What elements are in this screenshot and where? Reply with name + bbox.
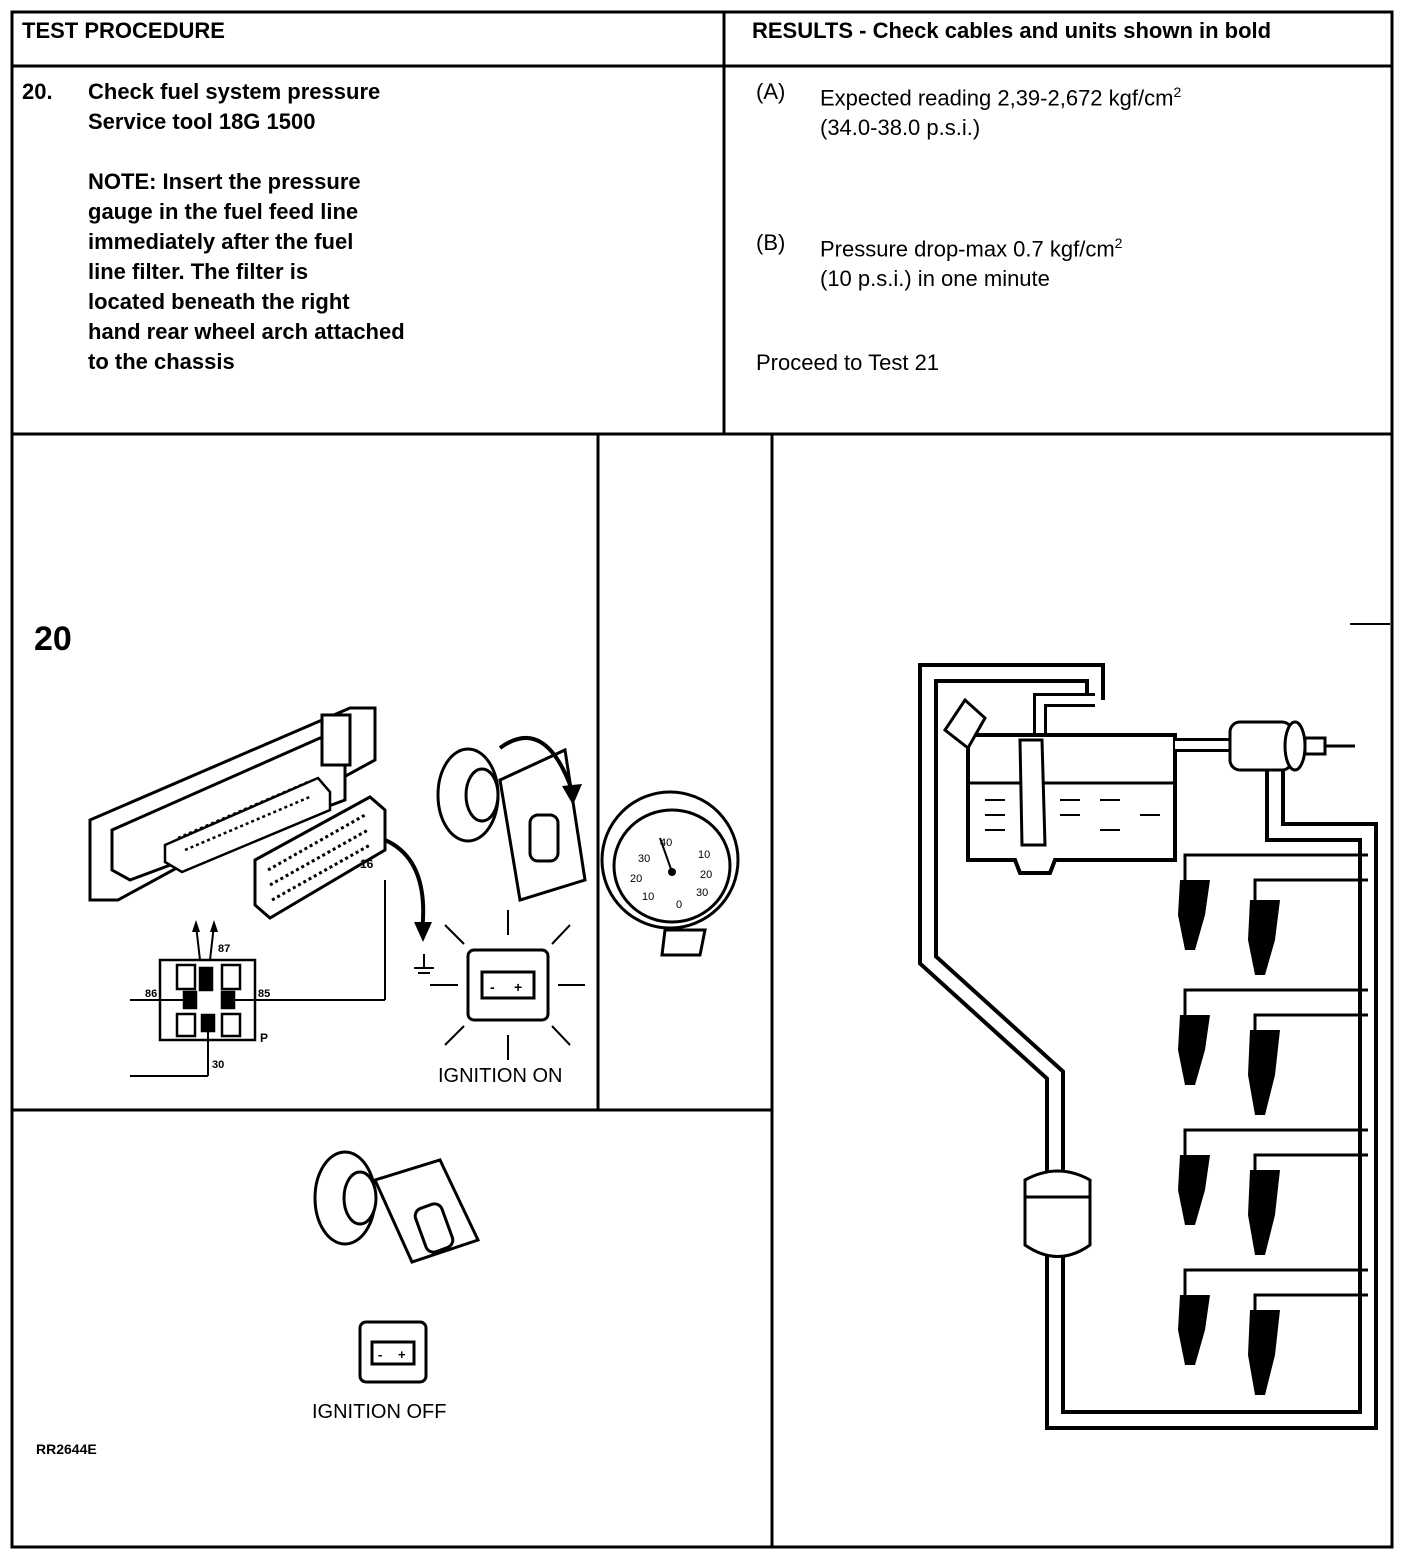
gauge-number: 10 — [642, 891, 654, 903]
procedure-title: Check fuel system pressure Service tool … — [88, 77, 380, 137]
note-line: located beneath the right — [88, 289, 350, 314]
figure-code: RR2644E — [36, 1441, 97, 1457]
note-line: to the chassis — [88, 349, 235, 374]
procedure-title-line2: Service tool 18G 1500 — [88, 109, 316, 134]
fuel-filter — [1023, 1169, 1092, 1258]
relay-pin-85: 85 — [258, 988, 270, 1000]
injectors — [1178, 880, 1280, 1395]
return-pipe — [1033, 693, 1095, 735]
injector-icon — [1248, 1030, 1280, 1115]
header-test-procedure: TEST PROCEDURE — [22, 18, 225, 43]
relay-wires — [130, 880, 386, 1077]
fuel-pump — [1018, 738, 1047, 847]
relay-pin-30: 30 — [212, 1059, 224, 1071]
fuel-tank — [966, 733, 1177, 875]
procedure-number: 20. — [22, 79, 53, 104]
gauge-number: 40 — [660, 837, 672, 849]
ignition-off-label: IGNITION OFF — [312, 1401, 446, 1423]
diagram-test-number: 20 — [34, 620, 72, 658]
result-b-line1: Pressure drop-max 0.7 kgf/cm2 — [820, 235, 1123, 262]
fuel-rails — [1183, 853, 1368, 1310]
gauge-number: 20 — [630, 873, 642, 885]
relay-pin-87: 87 — [218, 943, 230, 955]
gauge-number: 30 — [638, 853, 650, 865]
result-b-label: (B) — [756, 230, 786, 255]
fuel-hatch — [985, 799, 1160, 831]
pressure-gauge-icon — [600, 790, 740, 957]
probe-arrow-head — [414, 922, 432, 942]
earth-symbol — [414, 954, 434, 974]
result-b-superscript: 2 — [1114, 235, 1123, 251]
injector-icon — [1178, 1015, 1210, 1085]
ecu-socket — [163, 776, 332, 874]
gauge-number: 30 — [696, 887, 708, 899]
relay-arrow-left — [192, 920, 200, 932]
result-a-line1: Expected reading 2,39-2,672 kgf/cm2 — [820, 84, 1182, 111]
result-a-superscript: 2 — [1173, 84, 1182, 100]
gauge-number: 10 — [698, 849, 710, 861]
injector-icon — [1178, 1155, 1210, 1225]
result-a-label: (A) — [756, 79, 786, 104]
gauge-number: 20 — [700, 869, 712, 881]
relay-pin-p: P — [260, 1031, 268, 1045]
result-b-line2: (10 p.s.i.) in one minute — [820, 266, 1050, 292]
procedure-note: NOTE: Insert the pressure gauge in the f… — [88, 167, 405, 377]
ignition-key-off-icon — [313, 1150, 481, 1264]
lamp-rays — [430, 910, 585, 1060]
result-b: Pressure drop-max 0.7 kgf/cm2 (10 p.s.i.… — [820, 228, 1122, 294]
header-results: RESULTS - Check cables and units shown i… — [752, 18, 1272, 43]
injector-icon — [1248, 900, 1280, 975]
pin-16-label: 16 — [360, 857, 374, 871]
battery-plus: + — [514, 979, 522, 995]
gauge-number: 0 — [676, 899, 682, 911]
battery-warning-lamp-off — [358, 1320, 428, 1384]
pressure-regulator — [1228, 720, 1355, 772]
note-line: immediately after the fuel — [88, 229, 354, 254]
filler-neck — [942, 697, 987, 751]
turn-arrow-head — [562, 784, 582, 805]
turn-arrow — [498, 736, 574, 791]
injector-icon — [1178, 880, 1210, 950]
injector-icon — [1248, 1170, 1280, 1255]
harness-plug — [253, 795, 387, 920]
injector-icon — [1178, 1295, 1210, 1365]
note-line: gauge in the fuel feed line — [88, 199, 359, 224]
battery-minus-off: - — [378, 1347, 382, 1362]
gauge-needle — [659, 837, 673, 873]
battery-warning-lamp-on — [466, 948, 550, 1022]
gauge-scale: 30 40 20 10 0 10 20 30 — [630, 837, 712, 911]
note-line: hand rear wheel arch attached — [88, 319, 405, 344]
note-line: NOTE: Insert the pressure — [88, 169, 361, 194]
injector-icon — [1248, 1310, 1280, 1395]
result-a-line2: (34.0-38.0 p.s.i.) — [820, 115, 981, 141]
procedure-title-line1: Check fuel system pressure — [88, 79, 381, 104]
relay-pin-86: 86 — [145, 988, 157, 1000]
probe-arrow — [384, 838, 426, 933]
note-line: line filter. The filter is — [88, 259, 309, 284]
proceed-text: Proceed to Test 21 — [756, 350, 940, 375]
result-a: Expected reading 2,39-2,672 kgf/cm2 (34.… — [820, 77, 1181, 143]
battery-plus-off: + — [398, 1347, 406, 1362]
battery-minus: - — [490, 979, 495, 995]
relay-arrow-right — [210, 920, 218, 932]
ignition-on-label: IGNITION ON — [438, 1065, 562, 1087]
